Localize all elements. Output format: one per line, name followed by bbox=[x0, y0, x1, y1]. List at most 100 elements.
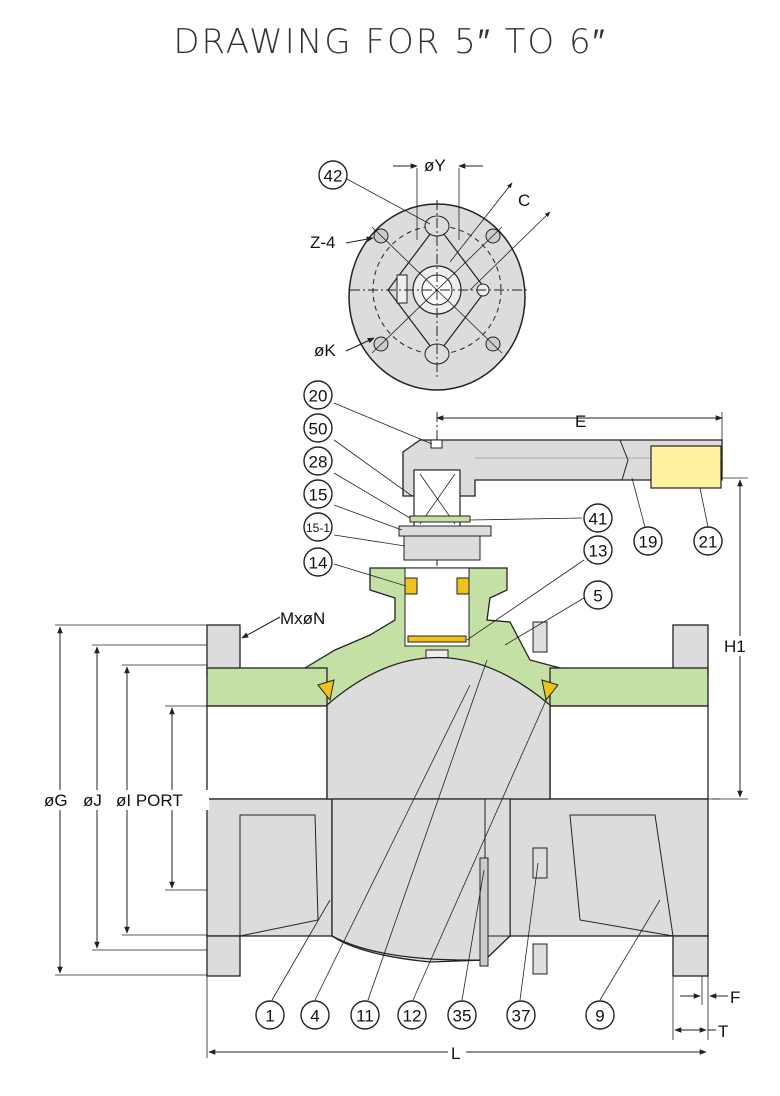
callout-circle bbox=[506, 1000, 536, 1030]
diagonal-line bbox=[371, 226, 503, 354]
callout-circle bbox=[318, 160, 348, 190]
dim-Z4: Z-4 bbox=[310, 233, 336, 252]
nut bbox=[532, 847, 548, 879]
dim-H1: H1 bbox=[724, 637, 746, 656]
callout-11: 11 bbox=[350, 1000, 380, 1030]
dim-C: C bbox=[518, 191, 530, 210]
callout-number: 42 bbox=[324, 167, 343, 186]
callout-circle bbox=[583, 535, 613, 565]
right-flange-bottom bbox=[672, 935, 709, 977]
callout-5: 5 bbox=[583, 580, 613, 610]
callout-number: 9 bbox=[595, 1007, 604, 1026]
top-view: øY C Z-4 øK bbox=[310, 156, 551, 391]
callout-20: 20 bbox=[303, 380, 333, 410]
callout-number: 28 bbox=[309, 453, 328, 472]
callout-number: 5 bbox=[593, 587, 602, 606]
handle-grip bbox=[650, 445, 722, 489]
callout-number: 15-1 bbox=[306, 521, 330, 535]
callout-number: 21 bbox=[699, 533, 718, 552]
callout-15-1: 15-1 bbox=[303, 512, 333, 542]
nut bbox=[532, 943, 548, 975]
gland bbox=[403, 535, 481, 561]
callout-leaders bbox=[271, 402, 709, 1001]
washer bbox=[409, 515, 471, 523]
right-port bbox=[569, 814, 674, 937]
callout-circle bbox=[303, 547, 333, 577]
callout-9: 9 bbox=[585, 1000, 615, 1030]
right-body-upper bbox=[549, 705, 709, 800]
callout-4: 4 bbox=[300, 1000, 330, 1030]
callout-12: 12 bbox=[397, 1000, 427, 1030]
dim-L: L bbox=[451, 1044, 460, 1063]
callout-circle bbox=[303, 413, 333, 443]
seat-left bbox=[317, 679, 335, 702]
callout-circle bbox=[583, 580, 613, 610]
callout-14: 14 bbox=[303, 547, 333, 577]
thrust-washer bbox=[407, 635, 467, 643]
dim-T: T bbox=[718, 1022, 728, 1041]
right-dimensions: H1 F T L bbox=[206, 477, 754, 1063]
callout-circle bbox=[303, 446, 333, 476]
callout-circle bbox=[693, 526, 723, 556]
callout-circle bbox=[303, 380, 333, 410]
callout-28: 28 bbox=[303, 446, 333, 476]
callout-circle bbox=[255, 1000, 285, 1030]
callout-number: 15 bbox=[309, 486, 328, 505]
left-body-upper bbox=[206, 705, 328, 800]
callout-number: 4 bbox=[310, 1007, 319, 1026]
callout-number: 50 bbox=[309, 420, 328, 439]
callout-35: 35 bbox=[447, 1000, 477, 1030]
set-screw bbox=[430, 439, 443, 449]
handle-assembly: E bbox=[398, 412, 723, 700]
callout-circle bbox=[397, 1000, 427, 1030]
body-joint bbox=[484, 798, 511, 937]
callout-circle bbox=[583, 503, 613, 533]
callout-41: 41 bbox=[583, 503, 613, 533]
callout-circle bbox=[447, 1000, 477, 1030]
callout-number: 41 bbox=[589, 510, 608, 529]
left-flange-bottom bbox=[206, 935, 241, 977]
callout-number: 11 bbox=[356, 1007, 374, 1026]
ball bbox=[326, 657, 551, 800]
left-body-lower bbox=[206, 798, 333, 937]
left-dimensions: øG øJ øI PORT MxøN bbox=[44, 609, 325, 976]
callout-circle bbox=[303, 479, 333, 509]
callout-number: 37 bbox=[512, 1007, 531, 1026]
callout-1: 1 bbox=[255, 1000, 285, 1030]
left-flange-top bbox=[206, 624, 241, 676]
dim-oI: øI PORT bbox=[116, 791, 183, 810]
seat-right bbox=[541, 679, 559, 702]
left-end-green bbox=[206, 667, 328, 707]
callout-number: 12 bbox=[403, 1007, 422, 1026]
dim-oG: øG bbox=[44, 791, 68, 810]
packing-left bbox=[404, 577, 418, 595]
valve-body bbox=[195, 621, 720, 977]
callout-circle bbox=[633, 526, 663, 556]
break-mark bbox=[619, 439, 629, 481]
callout-15: 15 bbox=[303, 479, 333, 509]
stud bbox=[479, 857, 489, 967]
dim-E: E bbox=[575, 412, 586, 431]
callout-number: 1 bbox=[265, 1007, 274, 1026]
callout-42: 42 bbox=[318, 160, 348, 190]
drawing-title: DRAWING FOR 5″ TO 6″ bbox=[173, 22, 607, 62]
callout-number: 19 bbox=[639, 533, 658, 552]
callout-circle bbox=[585, 1000, 615, 1030]
callout-number: 20 bbox=[309, 387, 328, 406]
callout-50: 50 bbox=[303, 413, 333, 443]
stop-plate bbox=[398, 525, 492, 537]
callout-circle bbox=[303, 512, 333, 542]
callout-37: 37 bbox=[506, 1000, 536, 1030]
packing-right bbox=[456, 577, 470, 595]
callout-number: 35 bbox=[453, 1007, 472, 1026]
right-flange-top bbox=[672, 624, 709, 676]
dim-oJ: øJ bbox=[83, 791, 102, 810]
callout-number: 13 bbox=[589, 542, 608, 561]
callout-circle bbox=[350, 1000, 380, 1030]
callout-19: 19 bbox=[633, 526, 663, 556]
callout-circle bbox=[300, 1000, 330, 1030]
right-end-green bbox=[549, 667, 709, 707]
nut bbox=[532, 621, 548, 653]
dim-F: F bbox=[730, 988, 740, 1007]
